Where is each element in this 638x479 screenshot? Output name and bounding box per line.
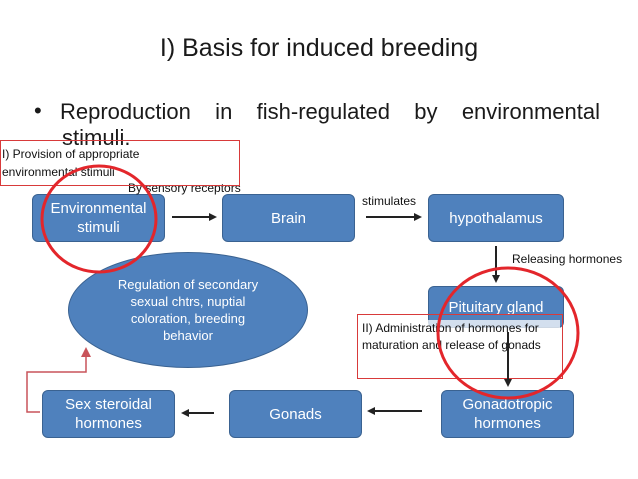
node-brain: Brain [222,194,355,242]
node-pituitary-gland-label: Pituitary gland [448,298,544,316]
node-regulation-label: Regulation of secondary sexual chtrs, nu… [117,277,259,343]
node-brain-label: Brain [270,209,307,227]
node-sex-steroidal-hormones: Sex steroidal hormones [42,390,175,438]
note-box-provision [0,140,240,186]
node-environmental-stimuli: Environmental stimuli [32,194,165,242]
label-by-sensory-receptors: By sensory receptors [128,181,241,195]
node-gonadotropic-hormones: Gonadotropic hormones [441,390,574,438]
label-stimulates: stimulates [362,194,417,208]
slide-title: I) Basis for induced breeding [159,34,479,62]
node-hypothalamus: hypothalamus [428,194,564,242]
node-hypothalamus-label: hypothalamus [449,209,543,227]
note-administration-text: II) Administration of hormones for matur… [362,320,560,354]
node-gonadotropic-hormones-label: Gonadotropic hormones [462,396,553,432]
node-sex-steroidal-hormones-label: Sex steroidal hormones [65,396,152,432]
highlight-circle-environmental [40,164,158,274]
node-environmental-stimuli-label: Environmental stimuli [50,200,147,236]
label-releasing-hormones: Releasing hormones [512,252,623,266]
node-gonads-label: Gonads [269,405,322,423]
highlight-circle-pituitary [436,266,580,400]
node-gonads: Gonads [229,390,362,438]
bullet-line-1: Reproduction in fish-regulated by enviro… [60,99,600,124]
arrow-sex-steroidal-to-regulation [26,347,91,413]
bullet-dot: • [34,98,42,123]
